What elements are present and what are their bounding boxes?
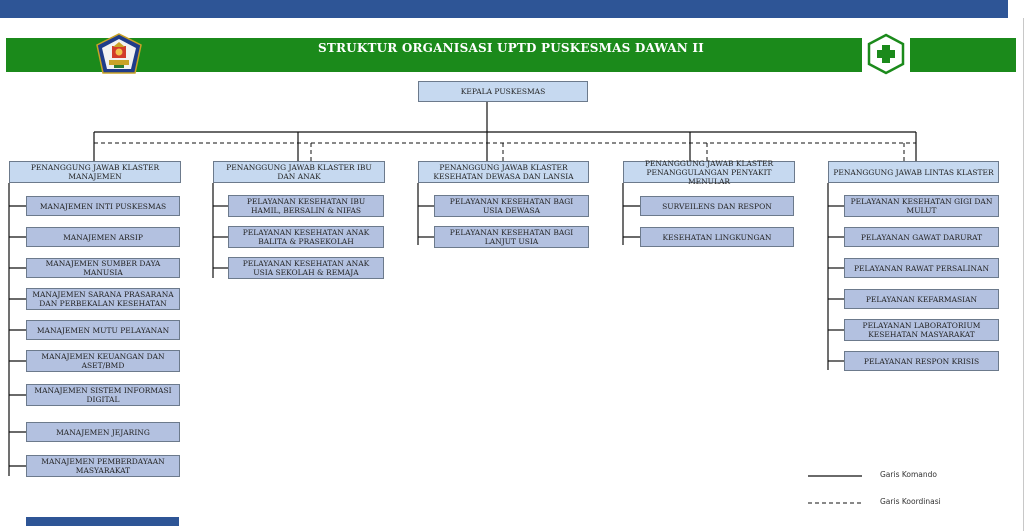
unit-box: PELAYANAN KESEHATAN ANAK USIA SEKOLAH & … xyxy=(228,257,384,279)
column-header-dewasa-lansia: PENANGGUNG JAWAB KLASTER KESEHATAN DEWAS… xyxy=(418,161,589,183)
unit-box: PELAYANAN RESPON KRISIS xyxy=(844,351,999,371)
puskesmas-logo xyxy=(862,33,910,75)
unit-box: PELAYANAN LABORATORIUM KESEHATAN MASYARA… xyxy=(844,319,999,341)
unit-box: SURVEILENS DAN RESPON xyxy=(640,196,794,216)
unit-box: MANAJEMEN KEUANGAN DAN ASET/BMD xyxy=(26,350,180,372)
unit-box: MANAJEMEN SISTEM INFORMASI DIGITAL xyxy=(26,384,180,406)
unit-box: PELAYANAN KESEHATAN ANAK BALITA & PRASEK… xyxy=(228,226,384,248)
unit-box: MANAJEMEN MUTU PELAYANAN xyxy=(26,320,180,340)
unit-box: PELAYANAN RAWAT PERSALINAN xyxy=(844,258,999,278)
root-box: KEPALA PUSKESMAS xyxy=(418,81,588,102)
unit-box: MANAJEMEN PEMBERDAYAAN MASYARAKAT xyxy=(26,455,180,477)
column-header-penyakit-menular: PENANGGUNG JAWAB KLASTER PENANGGULANGAN … xyxy=(623,159,795,186)
unit-box: KESEHATAN LINGKUNGAN xyxy=(640,227,794,247)
column-header-manajemen: PENANGGUNG JAWAB KLASTER MANAJEMEN xyxy=(9,161,181,183)
unit-box: PELAYANAN KESEHATAN GIGI DAN MULUT xyxy=(844,195,999,217)
unit-box: PELAYANAN KESEHATAN BAGI LANJUT USIA xyxy=(434,226,589,248)
column-header-ibu-anak: PENANGGUNG JAWAB KLASTER IBU DAN ANAK xyxy=(213,161,385,183)
unit-box: PELAYANAN KESEHATAN IBU HAMIL, BERSALIN … xyxy=(228,195,384,217)
top-bar xyxy=(0,0,1024,18)
top-bar-gap xyxy=(1008,0,1024,18)
unit-box: PELAYANAN KEFARMASIAN xyxy=(844,289,999,309)
unit-box: PELAYANAN GAWAT DARURAT xyxy=(844,227,999,247)
unit-box: MANAJEMEN ARSIP xyxy=(26,227,180,247)
title-banner: STRUKTUR ORGANISASI UPTD PUSKESMAS DAWAN… xyxy=(6,38,1016,72)
bottom-bar xyxy=(26,517,179,526)
unit-box: PELAYANAN KESEHATAN BAGI USIA DEWASA xyxy=(434,195,589,217)
legend-dashed-label: Garis Koordinasi xyxy=(880,497,941,506)
unit-box: MANAJEMEN SUMBER DAYA MANUSIA xyxy=(26,258,180,278)
emblem-logo xyxy=(95,33,143,75)
column-header-lintas-klaster: PENANGGUNG JAWAB LINTAS KLASTER xyxy=(828,161,999,183)
unit-box: MANAJEMEN JEJARING xyxy=(26,422,180,442)
unit-box: MANAJEMEN INTI PUSKESMAS xyxy=(26,196,180,216)
legend-solid-label: Garis Komando xyxy=(880,470,938,479)
unit-box: MANAJEMEN SARANA PRASARANA DAN PERBEKALA… xyxy=(26,288,180,310)
page-title: STRUKTUR ORGANISASI UPTD PUSKESMAS DAWAN… xyxy=(318,41,704,55)
